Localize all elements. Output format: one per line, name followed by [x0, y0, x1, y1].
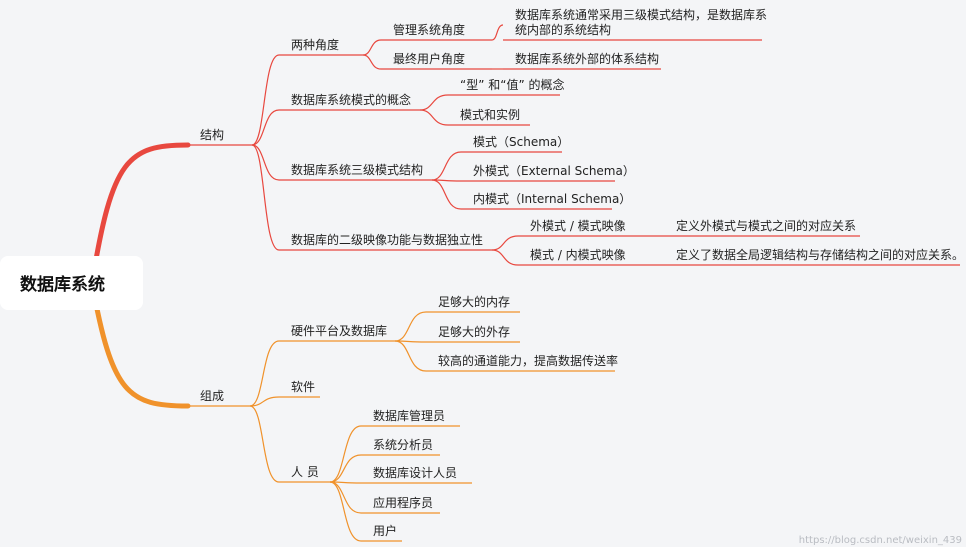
node-moshi-gainian[interactable]: 数据库系统模式的概念 — [291, 92, 411, 107]
connector-lines — [89, 24, 960, 542]
root-connector-jiegou — [89, 142, 191, 286]
node-nei-yingxiang[interactable]: 模式 / 内模式映像 — [530, 248, 626, 262]
connector-zucheng-renyuan — [249, 405, 280, 483]
node-zucheng[interactable]: 组成 — [200, 389, 224, 403]
connector-moshi-gainian-moshi-shili — [419, 109, 449, 126]
node-fenxiyuan[interactable]: 系统分析员 — [373, 438, 433, 452]
node-yingjian[interactable]: 硬件平台及数据库 — [291, 323, 387, 338]
connector-moshi-gainian-xing-zhi — [419, 94, 449, 111]
node-neicun[interactable]: 足够大的内存 — [438, 294, 510, 309]
connector-erji-nei-yingxiang — [491, 249, 519, 266]
node-chengxuyuan[interactable]: 应用程序员 — [373, 495, 433, 510]
node-guanliyuan[interactable]: 数据库管理员 — [373, 408, 445, 423]
node-nei-yingxiang-desc[interactable]: 定义了数据全局逻辑结构与存储结构之间的对应关系。 — [676, 247, 964, 262]
node-moshi-shili[interactable]: 模式和实例 — [460, 107, 520, 122]
node-sanji[interactable]: 数据库系统三级模式结构 — [291, 162, 423, 177]
root-box — [0, 256, 143, 310]
node-waimoshi[interactable]: 外模式（External Schema） — [473, 164, 635, 178]
node-erji[interactable]: 数据库的二级映像功能与数据独立性 — [291, 232, 483, 247]
node-guanli-desc-2[interactable]: 统内部的系统结构 — [515, 22, 611, 37]
connector-yingjian-neicun — [394, 311, 427, 342]
connector-zucheng-yingjian — [249, 340, 280, 407]
node-liangzhong[interactable]: 两种角度 — [291, 37, 339, 52]
node-renyuan[interactable]: 人 员 — [291, 465, 319, 479]
connector-renyuan-guanliyuan — [329, 425, 362, 483]
node-guanli-desc-1[interactable]: 数据库系统通常采用三级模式结构，是数据库系 — [515, 7, 767, 22]
node-zuizhong-desc[interactable]: 数据库系统外部的体系结构 — [515, 51, 659, 66]
connector-erji-wai-yingxiang — [491, 235, 519, 251]
node-wai-yingxiang-desc[interactable]: 定义外模式与模式之间的对应关系 — [676, 218, 856, 233]
node-moshi-schema[interactable]: 模式（Schema） — [473, 135, 569, 149]
node-guanli[interactable]: 管理系统角度 — [393, 22, 465, 37]
connector-yingjian-tongdao — [394, 340, 427, 372]
connector-liangzhong-zuizhong — [362, 54, 382, 70]
root-node[interactable]: 数据库系统 — [0, 256, 143, 310]
connector-sanji-neimoshi — [431, 179, 462, 210]
connector-jiegou-sanji — [251, 144, 280, 181]
node-jiegou[interactable]: 结构 — [200, 127, 224, 142]
node-tongdao[interactable]: 较高的通道能力，提高数据传送率 — [438, 353, 618, 368]
node-zuizhong[interactable]: 最终用户角度 — [393, 51, 465, 66]
node-wai-yingxiang[interactable]: 外模式 / 模式映像 — [530, 219, 626, 233]
connector-jiegou-liangzhong — [251, 54, 280, 146]
connector-jiegou-erji — [251, 144, 280, 251]
connector-zucheng-ruanjian — [249, 396, 280, 407]
node-neimoshi[interactable]: 内模式（Internal Schema） — [473, 192, 631, 206]
node-yonghu[interactable]: 用户 — [373, 523, 397, 538]
node-ruanjian[interactable]: 软件 — [291, 380, 315, 394]
watermark: https://blog.csdn.net/weixin_439 — [799, 535, 962, 546]
node-waicun[interactable]: 足够大的外存 — [438, 324, 510, 339]
root-label: 数据库系统 — [20, 274, 105, 295]
connector-renyuan-yonghu — [329, 481, 362, 542]
connector-jiegou-moshi-gainian — [251, 109, 280, 146]
node-xing-zhi[interactable]: “型” 和“值” 的概念 — [460, 77, 565, 92]
connector-renyuan-fenxiyuan — [329, 454, 362, 483]
connector-guanli-guanli-desc-1 — [491, 24, 504, 41]
node-shejiyuan[interactable]: 数据库设计人员 — [373, 465, 457, 480]
connector-renyuan-chengxuyuan — [329, 481, 362, 514]
connector-sanji-moshi-schema — [431, 151, 462, 181]
connector-liangzhong-guanli — [362, 39, 382, 56]
root-connector-zucheng — [89, 280, 191, 409]
